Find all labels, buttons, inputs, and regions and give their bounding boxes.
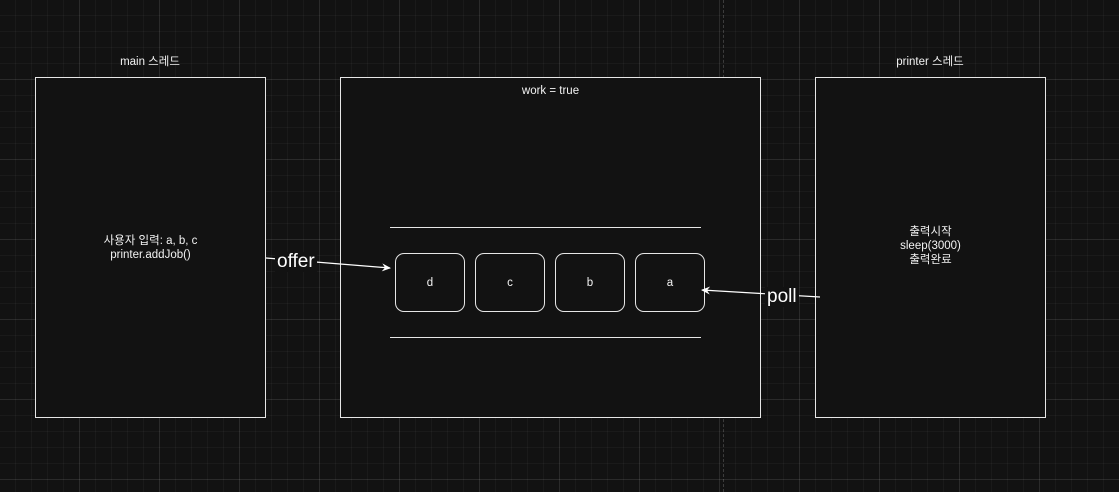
printer-thread-panel[interactable]: 출력시작 sleep(3000) 출력완료 [815, 77, 1046, 418]
queue-item-d[interactable]: d [395, 253, 465, 312]
printer-thread-line-2: sleep(3000) [900, 240, 961, 252]
queue-item-c[interactable]: c [475, 253, 545, 312]
main-thread-panel[interactable]: 사용자 입력: a, b, c printer.addJob() [35, 77, 266, 418]
shared-work-panel[interactable]: work = true [340, 77, 761, 418]
printer-thread-line-1: 출력시작 [909, 226, 952, 238]
printer-thread-line-3: 출력완료 [909, 254, 952, 266]
queue-top-border [390, 227, 701, 228]
poll-label[interactable]: poll [765, 286, 799, 307]
main-thread-line-2: printer.addJob() [110, 249, 191, 261]
queue-item-b[interactable]: b [555, 253, 625, 312]
queue-item-a[interactable]: a [635, 253, 705, 312]
printer-thread-title: printer 스레드 [896, 56, 964, 68]
shared-work-title: work = true [521, 85, 580, 97]
offer-label[interactable]: offer [275, 251, 317, 272]
main-thread-line-1: 사용자 입력: a, b, c [103, 235, 198, 247]
main-thread-title: main 스레드 [120, 56, 180, 68]
queue-bottom-border [390, 337, 701, 338]
